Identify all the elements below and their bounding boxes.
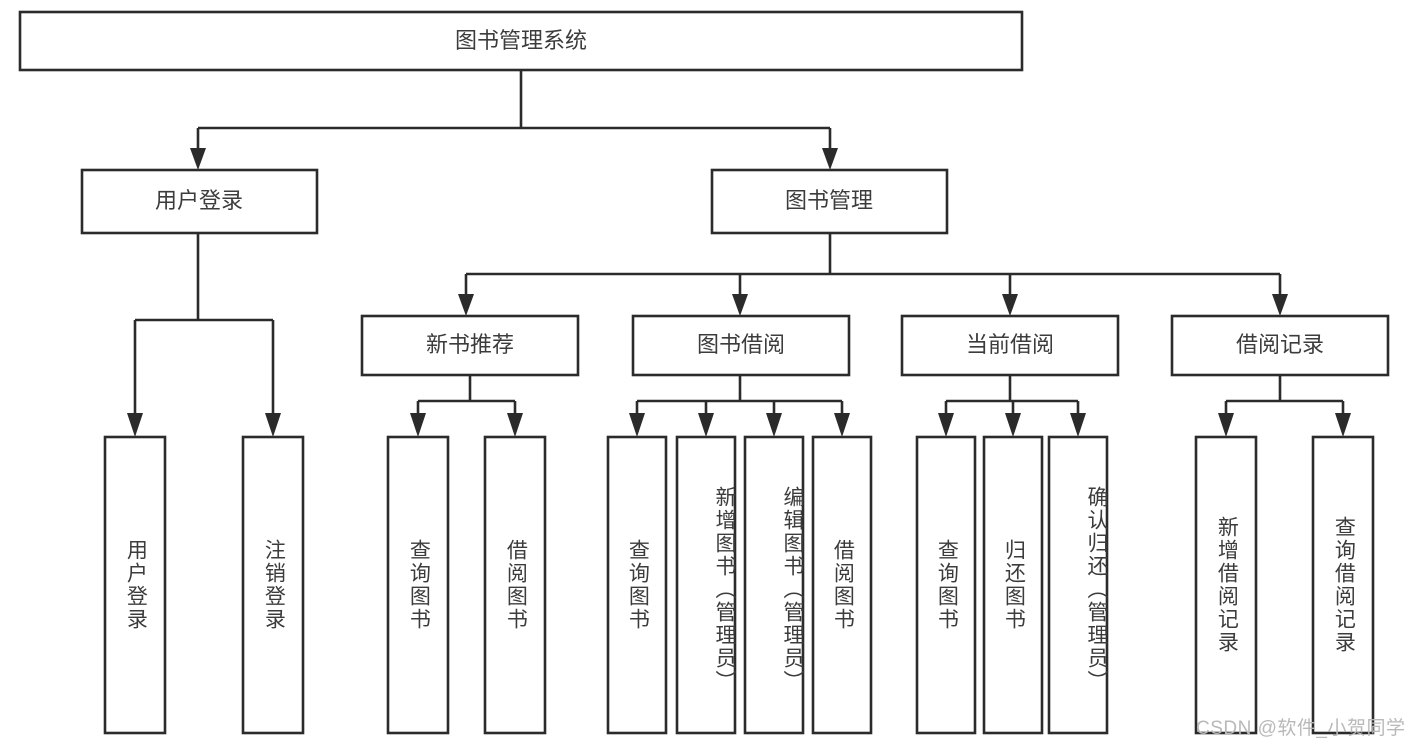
connector-group-new-book-recommend: [410, 375, 523, 437]
arrow-head-leaf-query-record: [1335, 413, 1351, 437]
connector-group-user-login: [127, 233, 281, 437]
arrow-head-book-management: [822, 148, 838, 170]
arrow-head-book-borrow: [732, 294, 748, 316]
node-box-root[interactable]: [18, 10, 1024, 72]
node-label-book-borrow: 图书借阅: [697, 332, 785, 357]
node-box-book-borrow[interactable]: [631, 314, 851, 377]
node-label-leaf-return-book: 归还图书: [1002, 539, 1026, 631]
node-label-current-borrow: 当前借阅: [966, 332, 1054, 357]
arrow-head-leaf-logout: [265, 413, 281, 437]
node-label-root: 图书管理系统: [455, 28, 587, 53]
node-label-leaf-add-book: 新增图书（管理员）: [713, 485, 736, 693]
arrow-head-new-book-recommend: [458, 294, 474, 316]
connector-group-borrow-record: [1218, 375, 1351, 437]
arrow-head-leaf-return-book: [1005, 413, 1021, 437]
node-box-leaf-query-record[interactable]: [1311, 435, 1375, 735]
arrow-head-leaf-borrow-book-1: [507, 413, 523, 437]
node-box-leaf-confirm-return[interactable]: [1047, 435, 1109, 735]
node-box-leaf-edit-book[interactable]: [743, 435, 805, 735]
node-label-leaf-borrow-book-1: 借阅图书: [504, 539, 528, 631]
node-label-borrow-record: 借阅记录: [1236, 332, 1324, 357]
node-box-leaf-query-book-2[interactable]: [606, 435, 668, 735]
node-label-user-login: 用户登录: [155, 188, 243, 213]
node-box-leaf-add-book[interactable]: [675, 435, 737, 735]
node-box-leaf-logout[interactable]: [241, 435, 305, 735]
arrow-head-leaf-edit-book: [766, 413, 782, 437]
arrow-head-leaf-add-book: [698, 413, 714, 437]
node-box-current-borrow[interactable]: [900, 314, 1120, 377]
arrow-head-leaf-user-login: [127, 413, 143, 437]
connector-group-root: [190, 70, 838, 170]
connector-group-current-borrow: [938, 375, 1086, 437]
node-label-book-management: 图书管理: [785, 188, 873, 213]
node-box-leaf-return-book[interactable]: [982, 435, 1044, 735]
node-box-leaf-add-record[interactable]: [1194, 435, 1258, 735]
arrow-head-leaf-confirm-return: [1070, 413, 1086, 437]
arrow-head-leaf-query-book-2: [629, 413, 645, 437]
connector-group-book-borrow: [629, 375, 850, 437]
node-label-leaf-edit-book: 编辑图书（管理员）: [781, 485, 804, 693]
node-label-leaf-query-book-1: 查询图书: [407, 539, 431, 631]
node-label-leaf-query-book-2: 查询图书: [626, 539, 650, 631]
node-box-book-management[interactable]: [710, 168, 949, 235]
arrow-head-user-login: [190, 148, 206, 170]
arrow-head-current-borrow: [1002, 294, 1018, 316]
node-box-leaf-query-book-3[interactable]: [915, 435, 977, 735]
arrow-head-leaf-query-book-1: [410, 413, 426, 437]
node-label-new-book-recommend: 新书推荐: [426, 332, 514, 357]
node-box-new-book-recommend[interactable]: [360, 314, 580, 377]
arrow-head-leaf-add-record: [1218, 413, 1234, 437]
arrow-head-leaf-query-book-3: [938, 413, 954, 437]
node-box-borrow-record[interactable]: [1170, 314, 1390, 377]
node-label-leaf-query-record: 查询借阅记录: [1332, 516, 1356, 654]
connector-group-book-management: [458, 233, 1288, 316]
node-label-leaf-logout: 注销登录: [262, 539, 286, 631]
node-box-leaf-borrow-book-1[interactable]: [483, 435, 547, 735]
node-box-leaf-user-login[interactable]: [103, 435, 167, 735]
node-box-user-login[interactable]: [80, 168, 319, 235]
arrow-head-leaf-borrow-book-2: [834, 413, 850, 437]
node-box-leaf-borrow-book-2[interactable]: [811, 435, 873, 735]
node-label-leaf-confirm-return: 确认归还（管理员）: [1085, 485, 1108, 693]
node-label-leaf-query-book-3: 查询图书: [935, 539, 959, 631]
node-box-leaf-query-book-1[interactable]: [386, 435, 450, 735]
node-label-leaf-user-login: 用户登录: [124, 539, 148, 631]
arrow-head-borrow-record: [1272, 294, 1288, 316]
node-label-leaf-borrow-book-2: 借阅图书: [831, 539, 855, 631]
node-label-leaf-add-record: 新增借阅记录: [1215, 516, 1239, 654]
